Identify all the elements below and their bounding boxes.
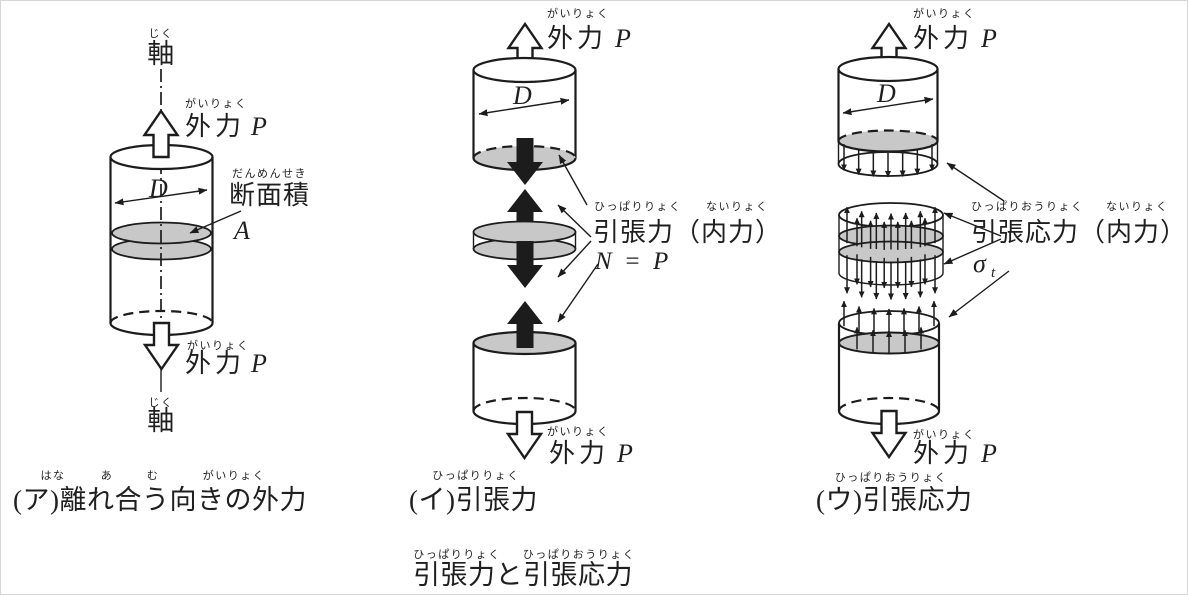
internal-ruby: ないりょく: [1106, 200, 1169, 213]
force-top-symbol: P: [614, 24, 631, 53]
stress-symbol: σ: [973, 249, 987, 278]
caption-b-ruby: ひっぱりりょく: [432, 469, 520, 482]
stress-symbol-sub: t: [991, 265, 996, 281]
caption-a-ruby-a: あ: [101, 469, 114, 482]
tension-label: 引張力（内力）: [593, 218, 782, 247]
force-bottom-ruby: がいりょく: [187, 338, 250, 352]
force-bottom-symbol: P: [250, 349, 267, 378]
stress-arrows-disk-bottom-inner: [854, 254, 928, 289]
stress-ruby: ひっぱりおうりょく: [971, 200, 1084, 213]
external-force-arrow-down: [143, 321, 180, 371]
diameter-arrow: [478, 97, 570, 117]
upper-cut-surface: [838, 130, 938, 152]
force-bottom-label: 外力: [185, 349, 245, 378]
footer-title: 引張力と引張応力: [413, 560, 633, 590]
stress-arrows-upper-cut: [841, 144, 935, 178]
tension-leader-1: [558, 154, 588, 206]
tension-leader-2: [557, 204, 592, 238]
tension-equation: N = P: [594, 248, 671, 275]
stress-leader-3: [943, 238, 1002, 265]
caption-b: (イ)引張力: [409, 485, 538, 515]
lower-cylinder-bottom-back-arc: [472, 396, 577, 412]
force-top-symbol: P: [980, 24, 997, 53]
stress-arrows-disk-bottom: [844, 255, 938, 300]
stress-arrows-lower-rim: [841, 300, 937, 334]
caption-a: (ア)離れ合う向きの外力: [13, 485, 307, 515]
force-bottom-label: 外力: [913, 439, 973, 468]
force-bottom-label: 外力: [549, 439, 609, 468]
stress-leader-4: [948, 270, 1010, 318]
stress-arrows-disk-top-inner: [854, 217, 928, 250]
force-top-ruby: がいりょく: [547, 6, 610, 20]
stress-label: 引張応力（内力）: [971, 218, 1187, 247]
upper-cylinder-top-ellipse: [472, 56, 577, 84]
force-top-label: 外力: [913, 24, 973, 53]
area-symbol: A: [232, 216, 250, 245]
footer-ruby-left: ひっぱりりょく: [413, 548, 501, 561]
panel-b: がいりょく 外力 P D がいりょく 外力 P: [409, 6, 782, 515]
diameter-label: D: [876, 79, 896, 108]
force-top-ruby: がいりょく: [913, 6, 976, 20]
stress-leader-1: [946, 162, 1005, 202]
footer-caption: ひっぱりりょく ひっぱりおうりょく 引張力と引張応力: [413, 548, 636, 590]
force-top-ruby: がいりょく: [185, 96, 248, 110]
caption-c: (ウ)引張応力: [816, 485, 972, 515]
upper-cut-back-arc: [837, 129, 939, 142]
axis-top-label: 軸: [147, 39, 175, 69]
tension-leader-3: [557, 240, 592, 278]
axis-bottom-label: 軸: [147, 406, 175, 436]
tension-leader-4: [557, 263, 599, 323]
external-force-arrow-down: [506, 410, 543, 460]
force-bottom-ruby: がいりょく: [913, 427, 976, 441]
caption-a-ruby-gairyoku: がいりょく: [203, 468, 266, 482]
diameter-label: D: [148, 174, 168, 203]
footer-ruby-right: ひっぱりおうりょく: [523, 548, 636, 561]
stress-arrows-disk-top: [844, 206, 938, 250]
caption-c-ruby: ひっぱりおうりょく: [835, 471, 948, 484]
panel-c: がいりょく 外力 P D ひっぱりおうりょく ないりょく: [816, 6, 1187, 515]
area-ruby: だんめんせき: [232, 167, 307, 180]
force-bottom-symbol: P: [980, 439, 997, 468]
tension-ruby: ひっぱりりょく: [594, 200, 682, 213]
upper-cylinder-top-ellipse: [837, 55, 939, 83]
internal-ruby: ないりょく: [706, 200, 769, 213]
diameter-arrow: [842, 96, 934, 116]
caption-a-ruby-mu: む: [147, 469, 160, 482]
disk-upper-surface: [472, 220, 577, 244]
area-leader-arrow: [189, 210, 242, 234]
diameter-label: D: [512, 81, 532, 110]
force-top-label: 外力: [547, 24, 607, 53]
stress-leader-2: [943, 212, 1002, 237]
external-force-arrow-down: [871, 409, 907, 459]
axis-bottom-ruby: じく: [149, 396, 174, 409]
force-top-label: 外力: [185, 112, 245, 141]
force-top-symbol: P: [250, 112, 267, 141]
lower-cylinder-bottom-back-arc: [837, 396, 941, 412]
stress-arrows-lower-face: [854, 326, 924, 353]
panel-a: じく 軸 D だんめんせき 断面積 A がいりょく 外力 P がいりょく 外力 …: [13, 27, 310, 515]
diameter-arrow: [114, 187, 208, 206]
force-bottom-ruby: がいりょく: [547, 424, 610, 438]
force-bottom-symbol: P: [616, 439, 633, 468]
area-label: 断面積: [229, 181, 310, 210]
axis-top-ruby: じく: [149, 27, 174, 40]
caption-a-ruby-hana: はな: [41, 469, 66, 482]
